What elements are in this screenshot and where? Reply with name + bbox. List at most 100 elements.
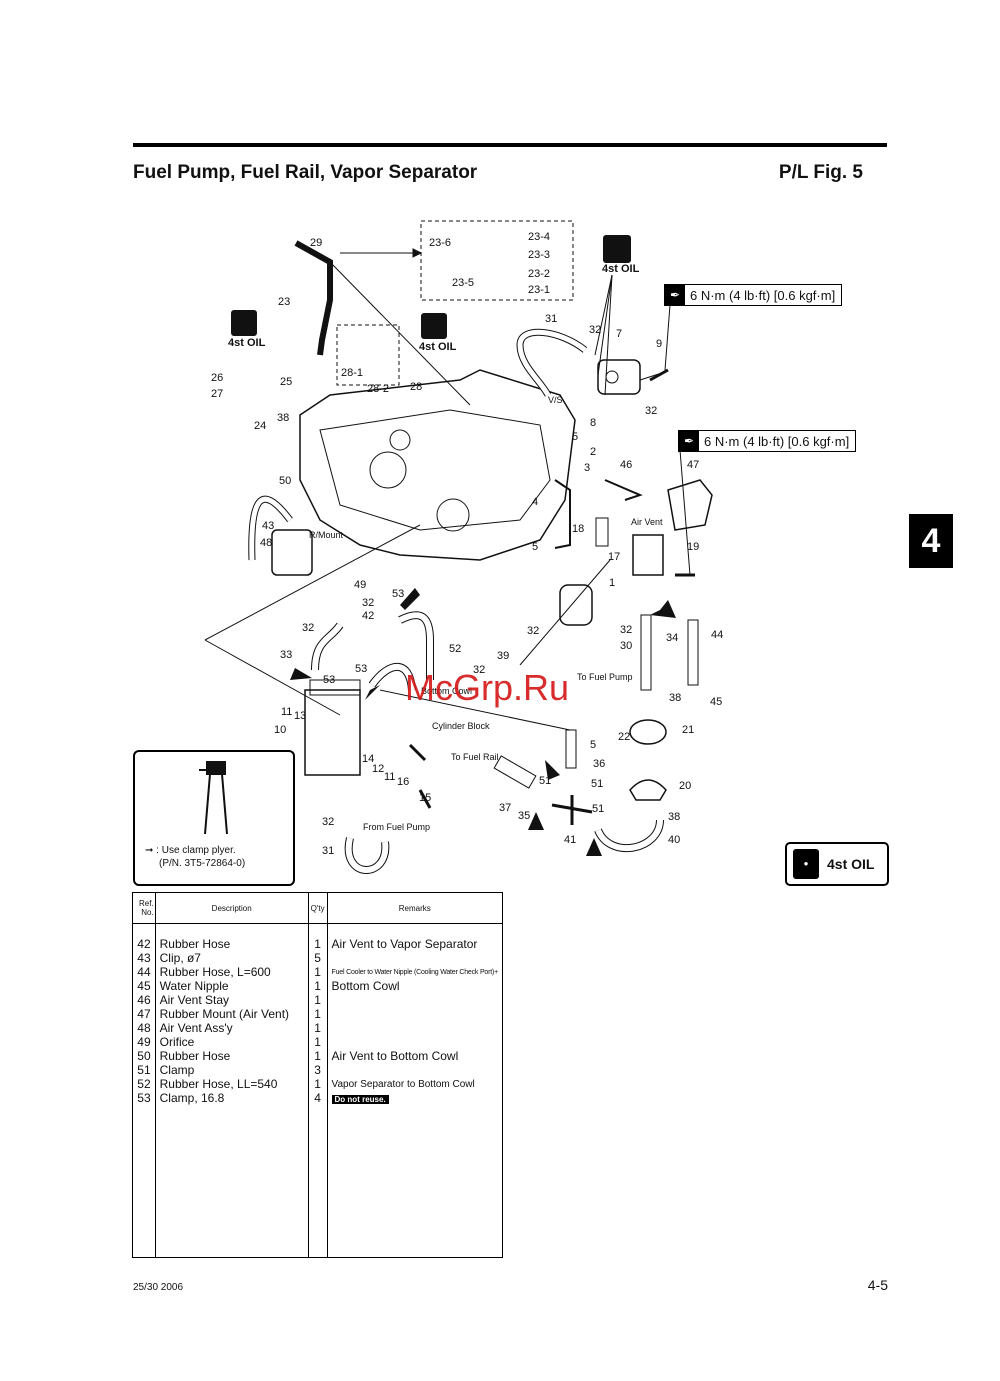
note-r-mount: R/Mount [309, 530, 344, 540]
note-cylinder-block: Cylinder Block [432, 721, 490, 731]
water-strainer-20 [629, 779, 667, 801]
part-number: 29 [310, 237, 322, 249]
part-number: 32 [322, 816, 334, 828]
part-number: 38 [669, 692, 681, 704]
clamp-arrow [650, 600, 676, 618]
note-from-fuel-pump: From Fuel Pump [363, 822, 430, 832]
part-number: 5 [572, 431, 578, 443]
note-to-fuel-rail: To Fuel Rail [451, 752, 499, 762]
part-number: 7 [616, 328, 622, 340]
torque-spec-label: 6 N·m (4 lb·ft) [0.6 kgf·m] [704, 433, 850, 449]
clamp-arrow [290, 668, 312, 680]
torque-spec-label: 6 N·m (4 lb·ft) [0.6 kgf·m] [690, 287, 836, 303]
part-number: 21 [682, 724, 694, 736]
part-number: 11 [384, 771, 395, 783]
arrow-icon: ➞ [145, 845, 154, 856]
part-number: 2 [590, 446, 596, 458]
clamp-plyer-icon [199, 761, 228, 835]
part-number: 51 [539, 775, 551, 787]
table-row: 49 Orifice 1 [132, 1036, 504, 1050]
part-number: 12 [372, 763, 384, 775]
oil-legend-label: 4st OIL [827, 856, 875, 872]
part-number: 49 [354, 579, 366, 591]
part-number: 46 [620, 459, 632, 471]
page-title: Fuel Pump, Fuel Rail, Vapor Separator [133, 162, 478, 183]
part-number: 47 [687, 459, 699, 471]
part-number: 32 [362, 597, 374, 609]
torque-spec: ✒ 6 N·m (4 lb·ft) [0.6 kgf·m] [664, 284, 843, 306]
oil-legend-badge: ● 4st OIL [785, 842, 889, 886]
leader-rail [329, 261, 471, 406]
parts-table: Ref. No. Description Q'ty Remarks 42 Rub… [132, 892, 504, 1258]
clamp-arrow [545, 760, 560, 780]
table-row: 42 Rubber Hose 1 Air Vent to Vapor Separ… [132, 938, 504, 952]
part-number: 17 [608, 551, 620, 563]
part-number: 36 [593, 758, 605, 770]
part-number: 5 [590, 739, 596, 751]
part-number: 53 [392, 588, 404, 600]
part-number: 22 [618, 731, 630, 743]
clamp-21 [629, 719, 667, 745]
engine-block [299, 369, 576, 561]
part-number: 44 [711, 629, 723, 641]
clamp-arrow [528, 812, 544, 830]
header-remarks: Remarks [326, 892, 504, 924]
part-number: 45 [710, 696, 722, 708]
part-number: 28-1 [341, 367, 363, 379]
part-number: 23-6 [429, 237, 451, 249]
part-number: 24 [254, 420, 266, 432]
part-number: 25 [280, 376, 292, 388]
part-number: 40 [668, 834, 680, 846]
wrench-icon: ✒ [679, 431, 699, 451]
air-vent [271, 529, 313, 576]
table-row: 43 Clip, ø7 5 [132, 952, 504, 966]
part-number: 31 [322, 845, 334, 857]
part-number: 32 [527, 625, 539, 637]
air-vent-17 [632, 534, 664, 576]
note-air-vent: Air Vent [631, 517, 663, 527]
hose-37 [493, 755, 537, 789]
oil-icon [603, 235, 631, 263]
part-number: 9 [656, 338, 662, 350]
air-vent-stay [604, 479, 643, 501]
part-number: 1 [609, 577, 615, 589]
part-number: 51 [591, 778, 603, 790]
chapter-tab[interactable]: 4 [909, 514, 953, 568]
part-number: 23-5 [452, 277, 474, 289]
engine-gear [436, 498, 470, 532]
part-number: 23-4 [528, 231, 550, 243]
part-number: 16 [397, 776, 409, 788]
part-number: 30 [620, 640, 632, 652]
clamp-legend-line1: : Use clamp plyer. [156, 845, 236, 856]
part-number: 23-2 [528, 268, 550, 280]
table-row: 47 Rubber Mount (Air Vent) 1 [132, 1008, 504, 1022]
header-description: Description [154, 892, 309, 924]
torque-spec: ✒ 6 N·m (4 lb·ft) [0.6 kgf·m] [678, 430, 857, 452]
part-number: 37 [499, 802, 511, 814]
part-number: 15 [419, 792, 431, 804]
fuel-filter [559, 584, 593, 626]
part-number: 48 [260, 537, 272, 549]
part-number: 26 [211, 372, 223, 384]
detail-box-28 [336, 324, 400, 386]
hose-44 [687, 619, 699, 686]
part-number: 8 [590, 417, 596, 429]
note-to-fuel-pump: To Fuel Pump [577, 672, 633, 682]
part-number: 4 [532, 496, 538, 508]
part-number: 33 [280, 649, 292, 661]
note-vs: V/S [548, 395, 563, 405]
clamp-plyer-legend: ➞ : Use clamp plyer. (P/N. 3T5-72864-0) [133, 750, 295, 886]
part-number: 3 [584, 462, 590, 474]
part-number: 23-3 [528, 249, 550, 261]
part-number: 27 [211, 388, 223, 400]
part-number: 32 [473, 664, 485, 676]
clamp-arrow [586, 838, 602, 856]
engine-port [369, 451, 407, 489]
part-number: 43 [262, 520, 274, 532]
exploded-parts-diagram: 4st OIL 4st OIL 4st OIL V/S R/Mount Air … [204, 220, 723, 874]
part-number: 53 [323, 674, 335, 686]
joint-41 [551, 795, 593, 825]
detail-box-23 [420, 220, 574, 301]
part-number: 14 [362, 753, 374, 765]
part-number: 5 [532, 541, 538, 553]
